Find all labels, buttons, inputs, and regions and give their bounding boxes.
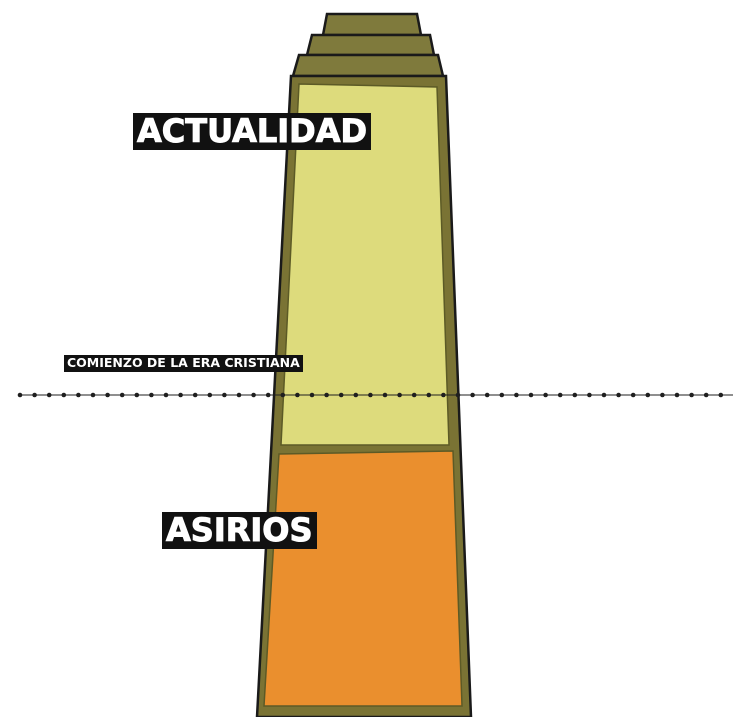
- era-line-dot: [76, 392, 81, 398]
- era-line-dot: [17, 392, 23, 398]
- era-line-dot: [295, 392, 300, 398]
- era-dotted-line: [17, 392, 733, 398]
- era-line-dot: [324, 392, 329, 398]
- era-line-dot: [61, 392, 67, 398]
- era-line-dot: [382, 392, 388, 398]
- era-line-dot: [309, 392, 315, 398]
- era-line-dot: [616, 392, 621, 398]
- era-line-dot: [689, 392, 694, 398]
- era-line-dot: [543, 392, 548, 398]
- era-line-dot: [134, 392, 140, 398]
- era-line-dot: [455, 392, 461, 398]
- era-line-dot: [397, 392, 402, 398]
- era-line-dot: [484, 392, 490, 398]
- era-line-dot: [411, 392, 417, 398]
- era-line-dot: [207, 392, 213, 398]
- era-line-dot: [236, 392, 242, 398]
- era-line-dot: [470, 392, 475, 398]
- era-line-dot: [119, 392, 125, 398]
- label-era-cristiana: Comienzo de la era cristiana: [64, 355, 303, 372]
- era-line-dot: [674, 392, 680, 398]
- era-line-dot: [149, 392, 154, 398]
- era-line-dot: [90, 392, 96, 398]
- era-line-dot: [499, 392, 505, 398]
- upper-layer: [280, 83, 450, 446]
- lower-layer: [263, 450, 463, 707]
- era-line-dot: [572, 392, 578, 398]
- era-line-dot: [105, 392, 110, 398]
- era-line-dot: [192, 392, 198, 398]
- era-line-dot: [718, 392, 724, 398]
- era-line-dot: [660, 392, 665, 398]
- era-line-dot: [178, 392, 183, 398]
- era-line-dot: [353, 392, 359, 398]
- label-asirios: ASIRIOS: [162, 512, 317, 549]
- era-line-dot: [222, 392, 227, 398]
- era-line-dot: [630, 392, 636, 398]
- era-line-dot: [703, 392, 709, 398]
- cap-block-top: [321, 12, 423, 37]
- era-line-dot: [280, 392, 286, 398]
- era-line-dot: [163, 392, 169, 398]
- era-line-dot: [32, 392, 37, 398]
- era-line-dot: [46, 392, 52, 398]
- era-line-dot: [368, 392, 373, 398]
- era-line-dot: [441, 392, 446, 398]
- era-line-dot: [265, 392, 271, 398]
- era-line-dot: [557, 392, 563, 398]
- era-line-dot: [251, 392, 256, 398]
- era-line-dot: [528, 392, 534, 398]
- era-line-dot: [601, 392, 607, 398]
- cap-block-bottom: [291, 53, 445, 78]
- era-line-dot: [645, 392, 651, 398]
- era-line-dot: [514, 392, 519, 398]
- label-actualidad: Actualidad: [133, 113, 372, 150]
- era-line-dot: [426, 392, 432, 398]
- era-line-dot: [587, 392, 592, 398]
- cap-block-middle: [305, 33, 436, 57]
- era-line-dot: [338, 392, 344, 398]
